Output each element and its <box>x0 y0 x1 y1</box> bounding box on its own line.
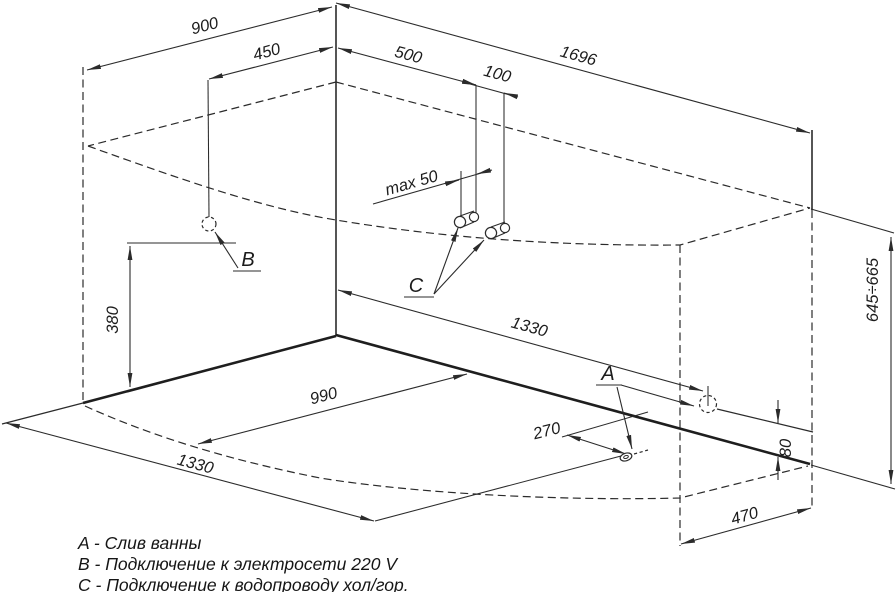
dim-line-450 <box>208 46 334 80</box>
rim-front-curve <box>87 145 811 246</box>
connection-b: B <box>201 216 261 272</box>
dim-line-900 <box>86 6 333 71</box>
dim-line-max50 <box>372 169 493 205</box>
label-a: A <box>600 363 614 385</box>
ext-line-645-top <box>810 208 895 234</box>
dim-line-1330-wall <box>337 289 704 392</box>
dim-label-380: 380 <box>104 305 122 333</box>
legend-item-c: C - Подключение к водопроводу хол/гор. <box>78 575 409 592</box>
dim-line-270 <box>566 434 627 455</box>
floor-edge-extension <box>1 402 84 425</box>
dim-arrow-max50-a <box>444 179 460 187</box>
leader-c2 <box>433 239 485 295</box>
dim-label-80: 80 <box>777 438 795 457</box>
floor-drain-inner <box>623 454 629 460</box>
drain-hole-icon <box>698 394 718 414</box>
leader-a1 <box>620 384 695 407</box>
connection-a: A <box>596 363 718 462</box>
legend: A - Слив ванны B - Подключение к электро… <box>77 533 409 592</box>
pipe1-front-icon <box>453 215 467 229</box>
dim-arrow-max50-b <box>476 167 492 175</box>
leader-b <box>214 231 239 269</box>
floor-drain-tick <box>633 449 649 455</box>
floor-drain-icon <box>619 452 633 462</box>
pipe2-connector-top <box>490 221 506 228</box>
connection-c: C <box>404 210 511 298</box>
dim-line-1330-floor <box>5 422 375 522</box>
electrical-socket-icon <box>201 216 217 232</box>
legend-item-a: A - Слив ванны <box>77 533 202 553</box>
ext-line-645-bottom <box>810 464 896 490</box>
dim-label-645-665: 645÷665 <box>864 257 882 322</box>
label-b: B <box>241 249 254 271</box>
rim-back-edge-left <box>87 81 337 147</box>
dim-line-470 <box>680 507 812 545</box>
label-c: C <box>409 275 424 297</box>
ext-line-450 <box>207 79 210 218</box>
pipe2-front-icon <box>484 226 498 240</box>
left-wall-floor-edge <box>82 334 337 405</box>
legend-item-b: B - Подключение к электросети 220 V <box>78 554 399 574</box>
dim-line-1696 <box>335 2 811 134</box>
drain-level-edge <box>716 408 814 433</box>
ext-line-270 <box>561 411 649 438</box>
proj-line-floor-drain <box>374 455 622 522</box>
leader-a2 <box>616 386 633 450</box>
pipe1-back-icon <box>468 211 480 223</box>
pipe1-connector-top <box>459 210 475 217</box>
leader-c1 <box>433 227 459 295</box>
pipe2-back-icon <box>499 222 511 234</box>
